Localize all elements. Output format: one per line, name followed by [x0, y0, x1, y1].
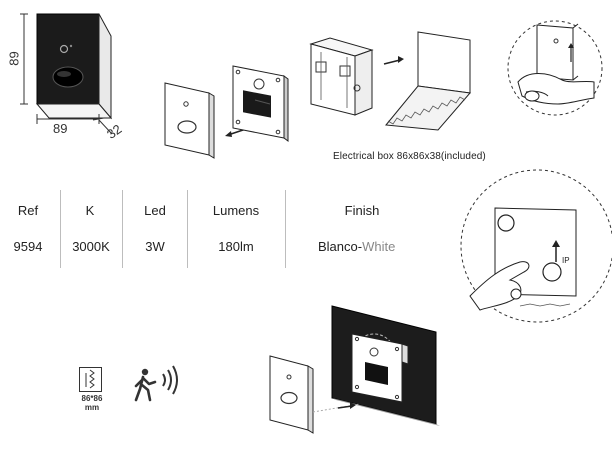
wall-box-label-line2: mm — [84, 403, 100, 412]
value-lumens: 180lm — [218, 239, 254, 254]
dimension-width-label: 89 — [53, 121, 68, 136]
value-ref: 9594 — [13, 239, 43, 254]
sensor-dot — [59, 44, 69, 54]
finish-primary: Blanco- — [318, 239, 363, 254]
header-lumens: Lumens — [212, 203, 260, 218]
table-separator-3 — [187, 190, 188, 268]
table-separator-1 — [60, 190, 61, 268]
table-separator-2 — [122, 190, 123, 268]
electrical-box-caption: Electrical box 86x86x38(included) — [333, 151, 486, 162]
header-k: K — [85, 203, 95, 218]
panel-front — [36, 13, 100, 105]
header-ref: Ref — [17, 203, 39, 218]
value-led: 3W — [145, 239, 165, 254]
motion-sensor-person-icon — [133, 360, 185, 408]
finish-secondary: White — [362, 239, 396, 254]
value-k: 3000K — [72, 239, 110, 254]
table-separator-4 — [285, 190, 286, 268]
wall-box-label-line1: 86*86 — [81, 394, 103, 403]
wall-box-icon — [79, 367, 103, 393]
svg-text:IP: IP — [562, 256, 570, 265]
value-finish: Blanco-White — [318, 239, 418, 254]
header-led: Led — [144, 203, 166, 218]
header-finish: Finish — [344, 203, 380, 218]
